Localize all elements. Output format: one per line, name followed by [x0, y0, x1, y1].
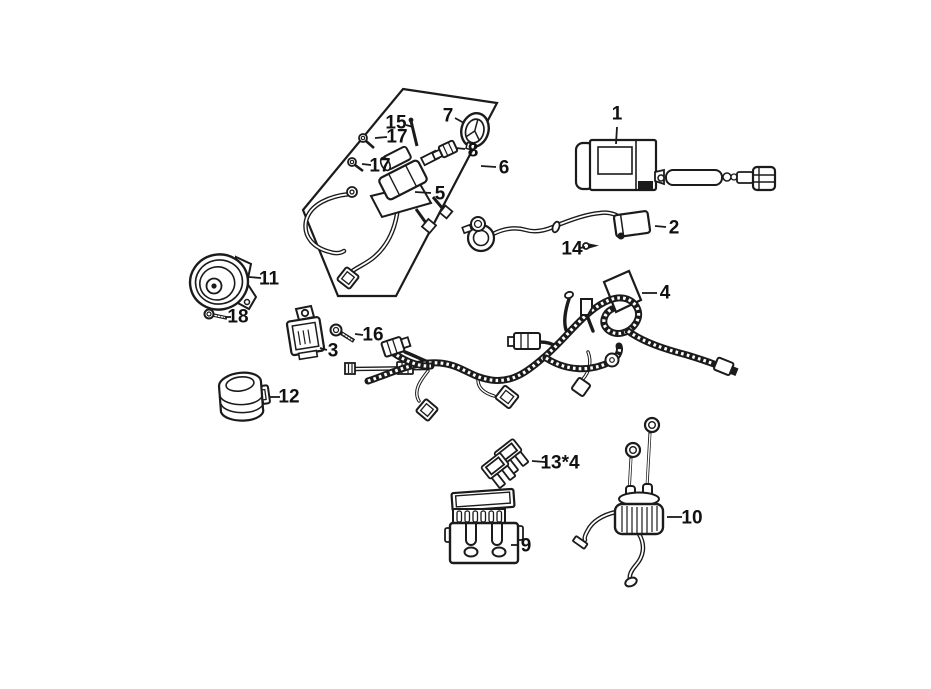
part-13-fuses	[480, 437, 531, 491]
harness-connector	[580, 298, 593, 316]
part-7-switch-cap	[460, 112, 490, 152]
harness-connector	[415, 398, 439, 422]
callout-7: 7	[443, 106, 454, 127]
part-1-ignition-coil	[574, 138, 777, 192]
callout-16: 16	[362, 325, 383, 346]
callout-18: 18	[227, 307, 248, 328]
part-3-relay	[285, 304, 326, 361]
part-15-pin	[408, 117, 419, 147]
part-18-bolt	[203, 308, 228, 320]
harness-eyelet	[604, 352, 620, 368]
leader-lines	[225, 117, 682, 546]
harness-connector	[380, 336, 412, 358]
part-12-holder	[217, 371, 271, 422]
callout-2: 2	[669, 218, 680, 239]
callout-3: 3	[328, 341, 339, 362]
part-2-pickup-coil	[461, 210, 652, 253]
callout-15: 15	[385, 113, 407, 134]
callout-5: 5	[435, 184, 446, 205]
switch-connector	[336, 266, 360, 290]
harness-connector	[507, 332, 541, 350]
part-6-mounting-panel	[301, 87, 499, 298]
callout-13: 13*4	[540, 453, 580, 474]
callout-8: 8	[468, 141, 479, 162]
callout-11: 11	[259, 269, 280, 290]
callout-14: 14	[561, 239, 583, 260]
callout-4: 4	[660, 283, 671, 304]
harness-connector	[713, 356, 739, 376]
part-17-screw-upper	[358, 133, 375, 149]
wire-harness	[344, 290, 739, 422]
part-10-starter-relay	[572, 416, 665, 588]
part-5-ignition-switch	[303, 145, 454, 290]
callout-6: 6	[499, 158, 510, 179]
part-9-fuse-box	[444, 487, 524, 565]
harness-connector	[494, 384, 520, 410]
callouts: 1 2 3 4 5 6 7 8 9 10 11 12 13*4 14 15 16…	[227, 104, 702, 557]
part-14-screw	[582, 242, 599, 250]
harness-connector	[571, 377, 591, 397]
callout-9: 9	[521, 536, 532, 557]
callout-1: 1	[612, 104, 623, 125]
part-17-screw-lower	[347, 157, 364, 173]
callout-10: 10	[681, 508, 702, 529]
callout-12: 12	[278, 387, 299, 408]
part-16-bolt	[329, 323, 356, 343]
part-8-nut	[431, 139, 459, 161]
callout-17b: 17	[369, 156, 390, 177]
callout-17a: 17	[386, 127, 407, 148]
part-11-horn	[188, 253, 258, 311]
